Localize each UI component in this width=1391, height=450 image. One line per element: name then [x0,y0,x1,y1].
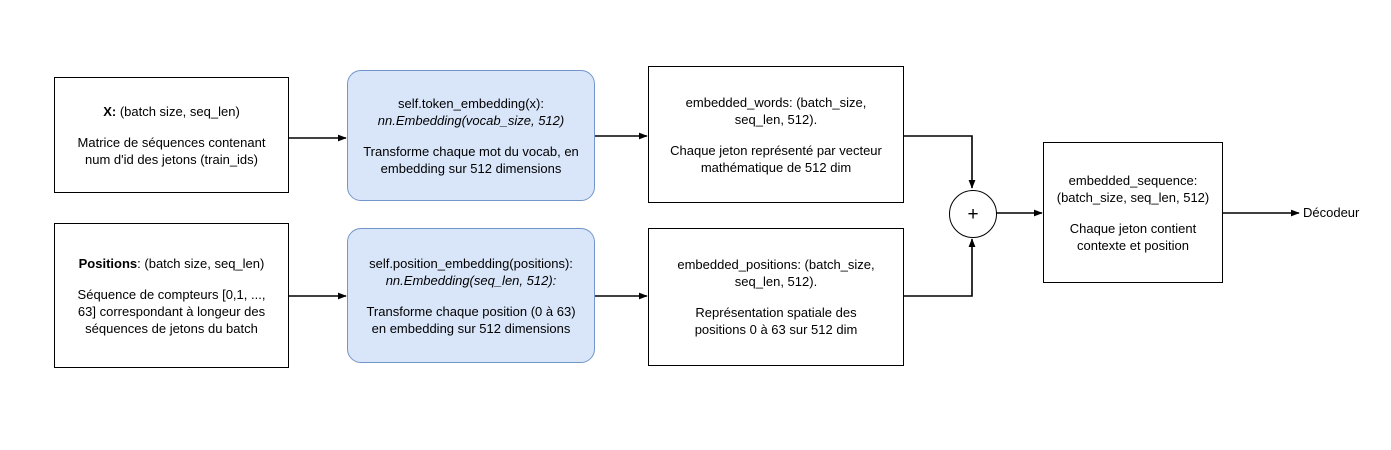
position-embedding-module: nn.Embedding(seq_len, 512): [385,272,557,288]
adder-node[interactable]: + [949,190,997,238]
input-positions-header-bold: Positions [78,255,138,271]
node-embedded-sequence[interactable]: embedded_sequence: (batch_size, seq_len,… [1043,142,1223,283]
embedded-words-shape: embedded_words: (batch_size, seq_len, 51… [685,94,867,127]
input-positions-body: Séquence de compteurs [0,1, ..., 63] cor… [77,286,266,336]
input-positions-header-rest: : (batch size, seq_len) [137,255,265,271]
embedded-words-body: Chaque jeton représenté par vecteur math… [670,142,882,175]
position-embedding-call: self.position_embedding(positions): [369,255,573,271]
input-tokens-body: Matrice de séquences contenant num d'id … [77,134,266,167]
input-positions-header: Positions: (batch size, seq_len) [70,255,274,272]
token-embedding-module: nn.Embedding(vocab_size, 512) [377,112,565,128]
node-token-embedding[interactable]: self.token_embedding(x): nn.Embedding(vo… [347,70,595,201]
decoder-label: Décodeur [1303,205,1360,220]
embedded-sequence-body: Chaque jeton contient contexte et positi… [1069,220,1197,253]
token-embedding-signature: self.token_embedding(x): nn.Embedding(vo… [369,95,573,129]
input-tokens-header-bold: X: [103,103,117,119]
position-embedding-signature: self.position_embedding(positions): nn.E… [360,255,582,289]
embedded-positions-shape: embedded_positions: (batch_size, seq_len… [677,257,875,289]
edge-embedded-positions-to-adder [904,238,976,297]
node-position-embedding[interactable]: self.position_embedding(positions): nn.E… [347,228,595,363]
token-embedding-body: Transforme chaque mot du vocab, en embed… [363,143,579,176]
input-tokens-header-rest: (batch size, seq_len) [116,103,240,119]
node-embedded-positions[interactable]: embedded_positions: (batch_size, seq_len… [648,228,904,366]
token-embedding-call: self.token_embedding(x): [398,95,544,111]
edge-embedded-words-to-adder [904,135,976,189]
node-embedded-words[interactable]: embedded_words: (batch_size, seq_len, 51… [648,66,904,203]
input-tokens-header: X: (batch size, seq_len) [94,103,249,120]
plus-icon: + [967,203,979,225]
node-input-tokens[interactable]: X: (batch size, seq_len) Matrice de séqu… [54,77,289,193]
position-embedding-body: Transforme chaque position (0 à 63) en e… [366,303,576,336]
node-input-positions[interactable]: Positions: (batch size, seq_len) Séquenc… [54,223,289,368]
embedded-sequence-shape: embedded_sequence: (batch_size, seq_len,… [1056,172,1210,205]
embedded-positions-body: Représentation spatiale des positions 0 … [694,305,858,337]
